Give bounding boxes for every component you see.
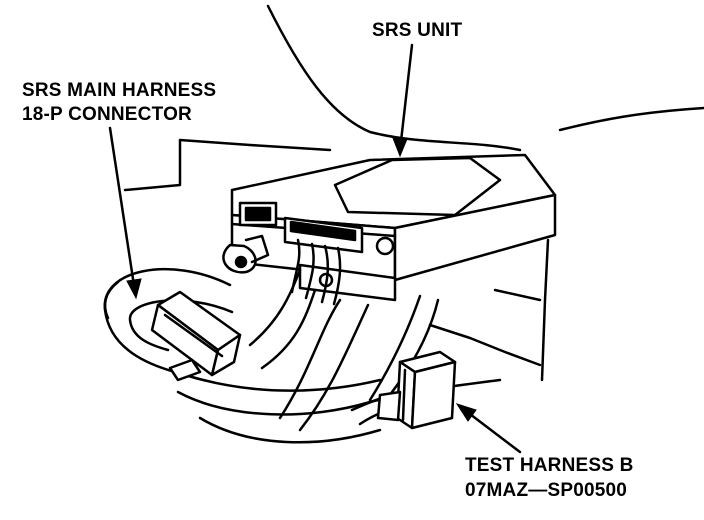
srs-unit-box [230,153,557,292]
arrowheads [126,137,477,422]
test-harness-label-line2: 07MAZ—SP00500 [465,480,628,501]
arrowhead-test-harness [455,403,477,422]
arrowhead-main-harness [126,278,142,300]
main-harness-18p-connector [150,290,242,382]
vehicle-body-lines [123,4,704,382]
test-harness-b-connector [376,350,457,430]
main-harness-label-line1: SRS MAIN HARNESS [22,80,217,101]
test-harness-label-line1: TEST HARNESS B [465,455,634,476]
arrowhead-srs-unit [392,137,408,158]
main-harness-label-line2: 18-P CONNECTOR [22,104,192,125]
srs-unit-label: SRS UNIT [372,20,463,41]
